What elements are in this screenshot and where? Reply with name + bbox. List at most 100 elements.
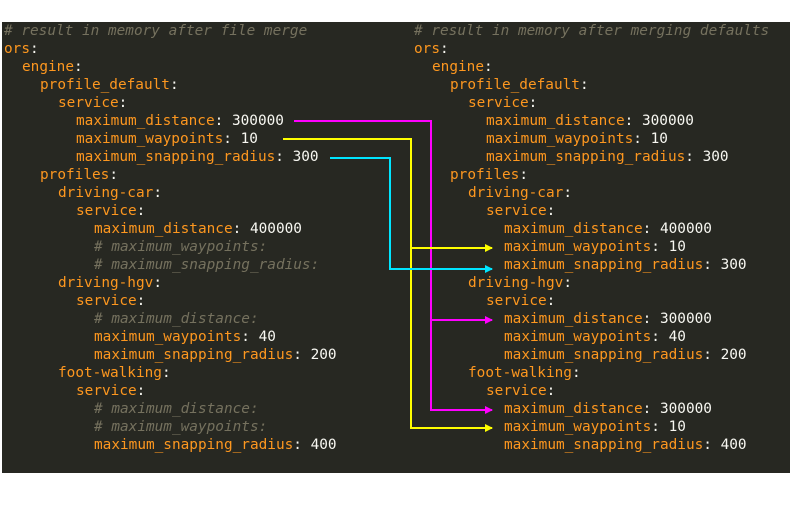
- left-pd-max-waypoints-line: maximum_waypoints: 10: [76, 131, 258, 147]
- right-foot-max-distance-line: maximum_distance: 300000: [504, 401, 712, 417]
- right-car-max-snapping-key: maximum_snapping_radius: [504, 257, 704, 273]
- left-car-snapping-comment: # maximum_snapping_radius:: [94, 257, 320, 273]
- right-car-max-distance-key: maximum_distance: [504, 221, 643, 237]
- left-car-key: driving-car: [58, 185, 154, 201]
- left-hgv-max-snapping-line: maximum_snapping_radius: 200: [94, 347, 337, 363]
- left-hgv-key: driving-hgv: [58, 275, 154, 291]
- right-foot-max-snapping-value: 400: [720, 437, 747, 453]
- left-ors-line: ors:: [4, 41, 39, 57]
- left-hgv-max-waypoints-line: maximum_waypoints: 40: [94, 329, 276, 345]
- left-title-comment: # result in memory after file merge: [4, 23, 308, 39]
- right-hgv-max-snapping-value: 200: [720, 347, 747, 363]
- left-ors-key: ors: [4, 41, 30, 57]
- right-foot-service-key: service: [486, 383, 547, 399]
- right-car-max-snapping-value: 300: [720, 257, 747, 273]
- left-pd-max-distance-key: maximum_distance: [76, 113, 215, 129]
- right-foot-max-snapping-key: maximum_snapping_radius: [504, 437, 704, 453]
- right-foot-max-waypoints-value: 10: [668, 419, 686, 435]
- right-car-max-distance-line: maximum_distance: 400000: [504, 221, 712, 237]
- left-pd-max-waypoints-value: 10: [240, 131, 258, 147]
- right-hgv-max-waypoints-line: maximum_waypoints: 40: [504, 329, 686, 345]
- left-car-service-line: service:: [76, 203, 146, 219]
- left-hgv-max-snapping-value: 200: [310, 347, 337, 363]
- left-profile-default-key: profile_default: [40, 77, 170, 93]
- right-hgv-max-distance-key: maximum_distance: [504, 311, 643, 327]
- left-hgv-service-key: service: [76, 293, 137, 309]
- left-pd-max-distance-line: maximum_distance: 300000: [76, 113, 284, 129]
- right-foot-max-waypoints-line: maximum_waypoints: 10: [504, 419, 686, 435]
- right-car-key: driving-car: [468, 185, 564, 201]
- left-profile-default-line: profile_default:: [40, 77, 179, 93]
- right-pd-max-waypoints-value: 10: [650, 131, 668, 147]
- left-engine-line: engine:: [22, 59, 83, 75]
- left-car-line: driving-car:: [58, 185, 162, 201]
- left-foot-service-line: service:: [76, 383, 146, 399]
- right-foot-service-line: service:: [486, 383, 556, 399]
- left-hgv-line: driving-hgv:: [58, 275, 162, 291]
- right-pd-max-snapping-value: 300: [702, 149, 729, 165]
- right-car-line: driving-car:: [468, 185, 572, 201]
- right-profile-default-line: profile_default:: [450, 77, 589, 93]
- right-car-service-line: service:: [486, 203, 556, 219]
- left-hgv-service-line: service:: [76, 293, 146, 309]
- waypoints-arrow-trunk: [283, 138, 412, 429]
- right-pd-max-waypoints-key: maximum_waypoints: [486, 131, 634, 147]
- left-pd-service-line: service:: [58, 95, 128, 111]
- right-car-max-waypoints-value: 10: [668, 239, 686, 255]
- right-hgv-line: driving-hgv:: [468, 275, 572, 291]
- right-hgv-key: driving-hgv: [468, 275, 564, 291]
- left-hgv-max-snapping-key: maximum_snapping_radius: [94, 347, 294, 363]
- right-hgv-max-distance-line: maximum_distance: 300000: [504, 311, 712, 327]
- right-car-service-key: service: [486, 203, 547, 219]
- right-foot-max-snapping-line: maximum_snapping_radius: 400: [504, 437, 747, 453]
- left-foot-max-snapping-key: maximum_snapping_radius: [94, 437, 294, 453]
- right-hgv-max-waypoints-value: 40: [668, 329, 686, 345]
- left-profiles-key: profiles: [40, 167, 110, 183]
- right-foot-max-waypoints-key: maximum_waypoints: [504, 419, 652, 435]
- right-hgv-max-distance-value: 300000: [659, 311, 712, 327]
- left-car-max-distance-key: maximum_distance: [94, 221, 233, 237]
- left-foot-line: foot-walking:: [58, 365, 171, 381]
- left-pd-max-snapping-key: maximum_snapping_radius: [76, 149, 276, 165]
- right-pd-max-waypoints-line: maximum_waypoints: 10: [486, 131, 668, 147]
- right-pd-max-distance-value: 300000: [641, 113, 694, 129]
- right-pd-service-line: service:: [468, 95, 538, 111]
- code-panel: # result in memory after file merge ors:…: [2, 22, 790, 473]
- left-engine-key: engine: [22, 59, 74, 75]
- right-profile-default-key: profile_default: [450, 77, 580, 93]
- right-foot-line: foot-walking:: [468, 365, 581, 381]
- left-foot-max-snapping-value: 400: [310, 437, 337, 453]
- right-foot-max-distance-key: maximum_distance: [504, 401, 643, 417]
- right-car-max-distance-value: 400000: [659, 221, 712, 237]
- left-profiles-line: profiles:: [40, 167, 118, 183]
- left-hgv-distance-comment: # maximum_distance:: [94, 311, 259, 327]
- right-car-max-waypoints-key: maximum_waypoints: [504, 239, 652, 255]
- right-foot-max-distance-value: 300000: [659, 401, 712, 417]
- right-pd-max-distance-line: maximum_distance: 300000: [486, 113, 694, 129]
- right-profiles-key: profiles: [450, 167, 520, 183]
- right-engine-key: engine: [432, 59, 484, 75]
- right-hgv-service-line: service:: [486, 293, 556, 309]
- left-foot-max-snapping-line: maximum_snapping_radius: 400: [94, 437, 337, 453]
- left-foot-service-key: service: [76, 383, 137, 399]
- left-car-service-key: service: [76, 203, 137, 219]
- left-car-waypoints-comment: # maximum_waypoints:: [94, 239, 268, 255]
- right-ors-line: ors:: [414, 41, 449, 57]
- left-foot-waypoints-comment: # maximum_waypoints:: [94, 419, 268, 435]
- left-pd-max-waypoints-key: maximum_waypoints: [76, 131, 224, 147]
- right-profiles-line: profiles:: [450, 167, 528, 183]
- right-pd-max-snapping-line: maximum_snapping_radius: 300: [486, 149, 729, 165]
- left-foot-distance-comment: # maximum_distance:: [94, 401, 259, 417]
- left-pd-max-distance-value: 300000: [231, 113, 284, 129]
- left-pd-service-key: service: [58, 95, 119, 111]
- left-foot-key: foot-walking: [58, 365, 162, 381]
- right-hgv-max-snapping-key: maximum_snapping_radius: [504, 347, 704, 363]
- right-foot-key: foot-walking: [468, 365, 572, 381]
- right-car-max-snapping-line: maximum_snapping_radius: 300: [504, 257, 747, 273]
- right-hgv-service-key: service: [486, 293, 547, 309]
- right-engine-line: engine:: [432, 59, 493, 75]
- left-pd-max-snapping-value: 300: [292, 149, 319, 165]
- right-pd-service-key: service: [468, 95, 529, 111]
- right-ors-key: ors: [414, 41, 440, 57]
- left-hgv-max-waypoints-value: 40: [258, 329, 276, 345]
